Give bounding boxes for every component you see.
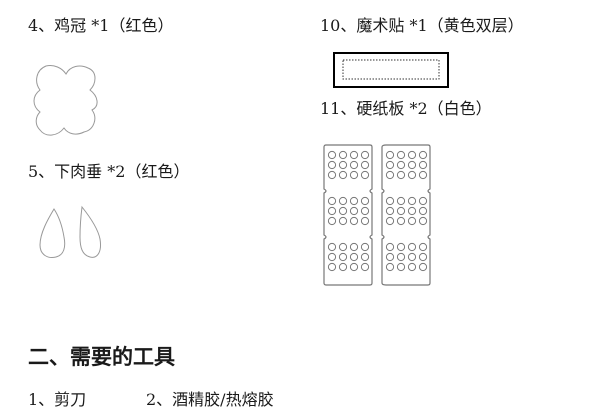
cardboard-hole [360, 206, 370, 216]
cardboard-hole [338, 252, 348, 262]
cardboard-grid-icon [323, 144, 431, 286]
cardboard-hole [360, 252, 370, 262]
cardboard-hole [418, 242, 428, 252]
cardboard-hole [385, 160, 395, 170]
cardboard-hole [360, 150, 370, 160]
tool-item-1: 1、剪刀 [28, 390, 87, 409]
cardboard-hole [327, 252, 337, 262]
comb-shape-icon [33, 65, 98, 136]
cardboard-hole [385, 170, 395, 180]
cardboard-hole [396, 242, 406, 252]
cardboard-hole [385, 252, 395, 262]
cardboard-hole [385, 262, 395, 272]
cardboard-hole [338, 242, 348, 252]
cardboard-hole [349, 170, 359, 180]
cardboard-hole [418, 262, 428, 272]
cardboard-hole [327, 150, 337, 160]
cardboard-hole [396, 170, 406, 180]
cardboard-hole [396, 160, 406, 170]
cardboard-hole [385, 196, 395, 206]
cardboard-hole [360, 196, 370, 206]
cardboard-hole [385, 216, 395, 226]
cardboard-hole [407, 252, 417, 262]
cardboard-hole [338, 160, 348, 170]
cardboard-hole [327, 206, 337, 216]
cardboard-hole [360, 242, 370, 252]
cardboard-hole [349, 196, 359, 206]
cardboard-hole [338, 206, 348, 216]
cardboard-hole [338, 170, 348, 180]
cardboard-hole [385, 242, 395, 252]
cardboard-hole [349, 206, 359, 216]
cardboard-hole [360, 160, 370, 170]
cardboard-hole [338, 196, 348, 206]
cardboard-hole [360, 262, 370, 272]
cardboard-hole [327, 216, 337, 226]
velcro-strip-icon [333, 52, 449, 88]
cardboard-hole [407, 160, 417, 170]
cardboard-hole [349, 252, 359, 262]
cardboard-hole [327, 196, 337, 206]
cardboard-hole [418, 216, 428, 226]
cardboard-hole [385, 206, 395, 216]
cardboard-hole [349, 242, 359, 252]
material-item-4: 4、鸡冠 *1（红色） [28, 16, 174, 35]
cardboard-hole [418, 252, 428, 262]
cardboard-hole [327, 170, 337, 180]
cardboard-hole [407, 262, 417, 272]
wattle-shape-icon [39, 205, 101, 258]
cardboard-hole [327, 262, 337, 272]
cardboard-hole [327, 242, 337, 252]
cardboard-hole [396, 206, 406, 216]
cardboard-hole [407, 216, 417, 226]
cardboard-hole [349, 160, 359, 170]
tool-item-2: 2、酒精胶/热熔胶 [146, 390, 274, 409]
cardboard-hole [338, 216, 348, 226]
cardboard-hole [349, 216, 359, 226]
cardboard-hole [407, 242, 417, 252]
cardboard-hole [418, 170, 428, 180]
material-item-10: 10、魔术贴 *1（黄色双层） [320, 16, 524, 35]
cardboard-hole [349, 262, 359, 272]
cardboard-hole [396, 150, 406, 160]
material-item-5: 5、下肉垂 *2（红色） [28, 162, 190, 181]
material-item-11: 11、硬纸板 *2（白色） [320, 99, 492, 118]
cardboard-hole [396, 262, 406, 272]
cardboard-hole [360, 170, 370, 180]
cardboard-hole [396, 196, 406, 206]
cardboard-hole [418, 196, 428, 206]
cardboard-hole [418, 150, 428, 160]
cardboard-hole [360, 216, 370, 226]
cardboard-hole [407, 196, 417, 206]
cardboard-hole [396, 216, 406, 226]
cardboard-hole [385, 150, 395, 160]
section-2-title: 二、需要的工具 [28, 345, 175, 369]
cardboard-hole [349, 150, 359, 160]
cardboard-hole [338, 150, 348, 160]
cardboard-hole [327, 160, 337, 170]
cardboard-hole [396, 252, 406, 262]
cardboard-hole [407, 206, 417, 216]
cardboard-hole [407, 170, 417, 180]
cardboard-hole [407, 150, 417, 160]
cardboard-hole [418, 206, 428, 216]
cardboard-hole [338, 262, 348, 272]
cardboard-hole [418, 160, 428, 170]
